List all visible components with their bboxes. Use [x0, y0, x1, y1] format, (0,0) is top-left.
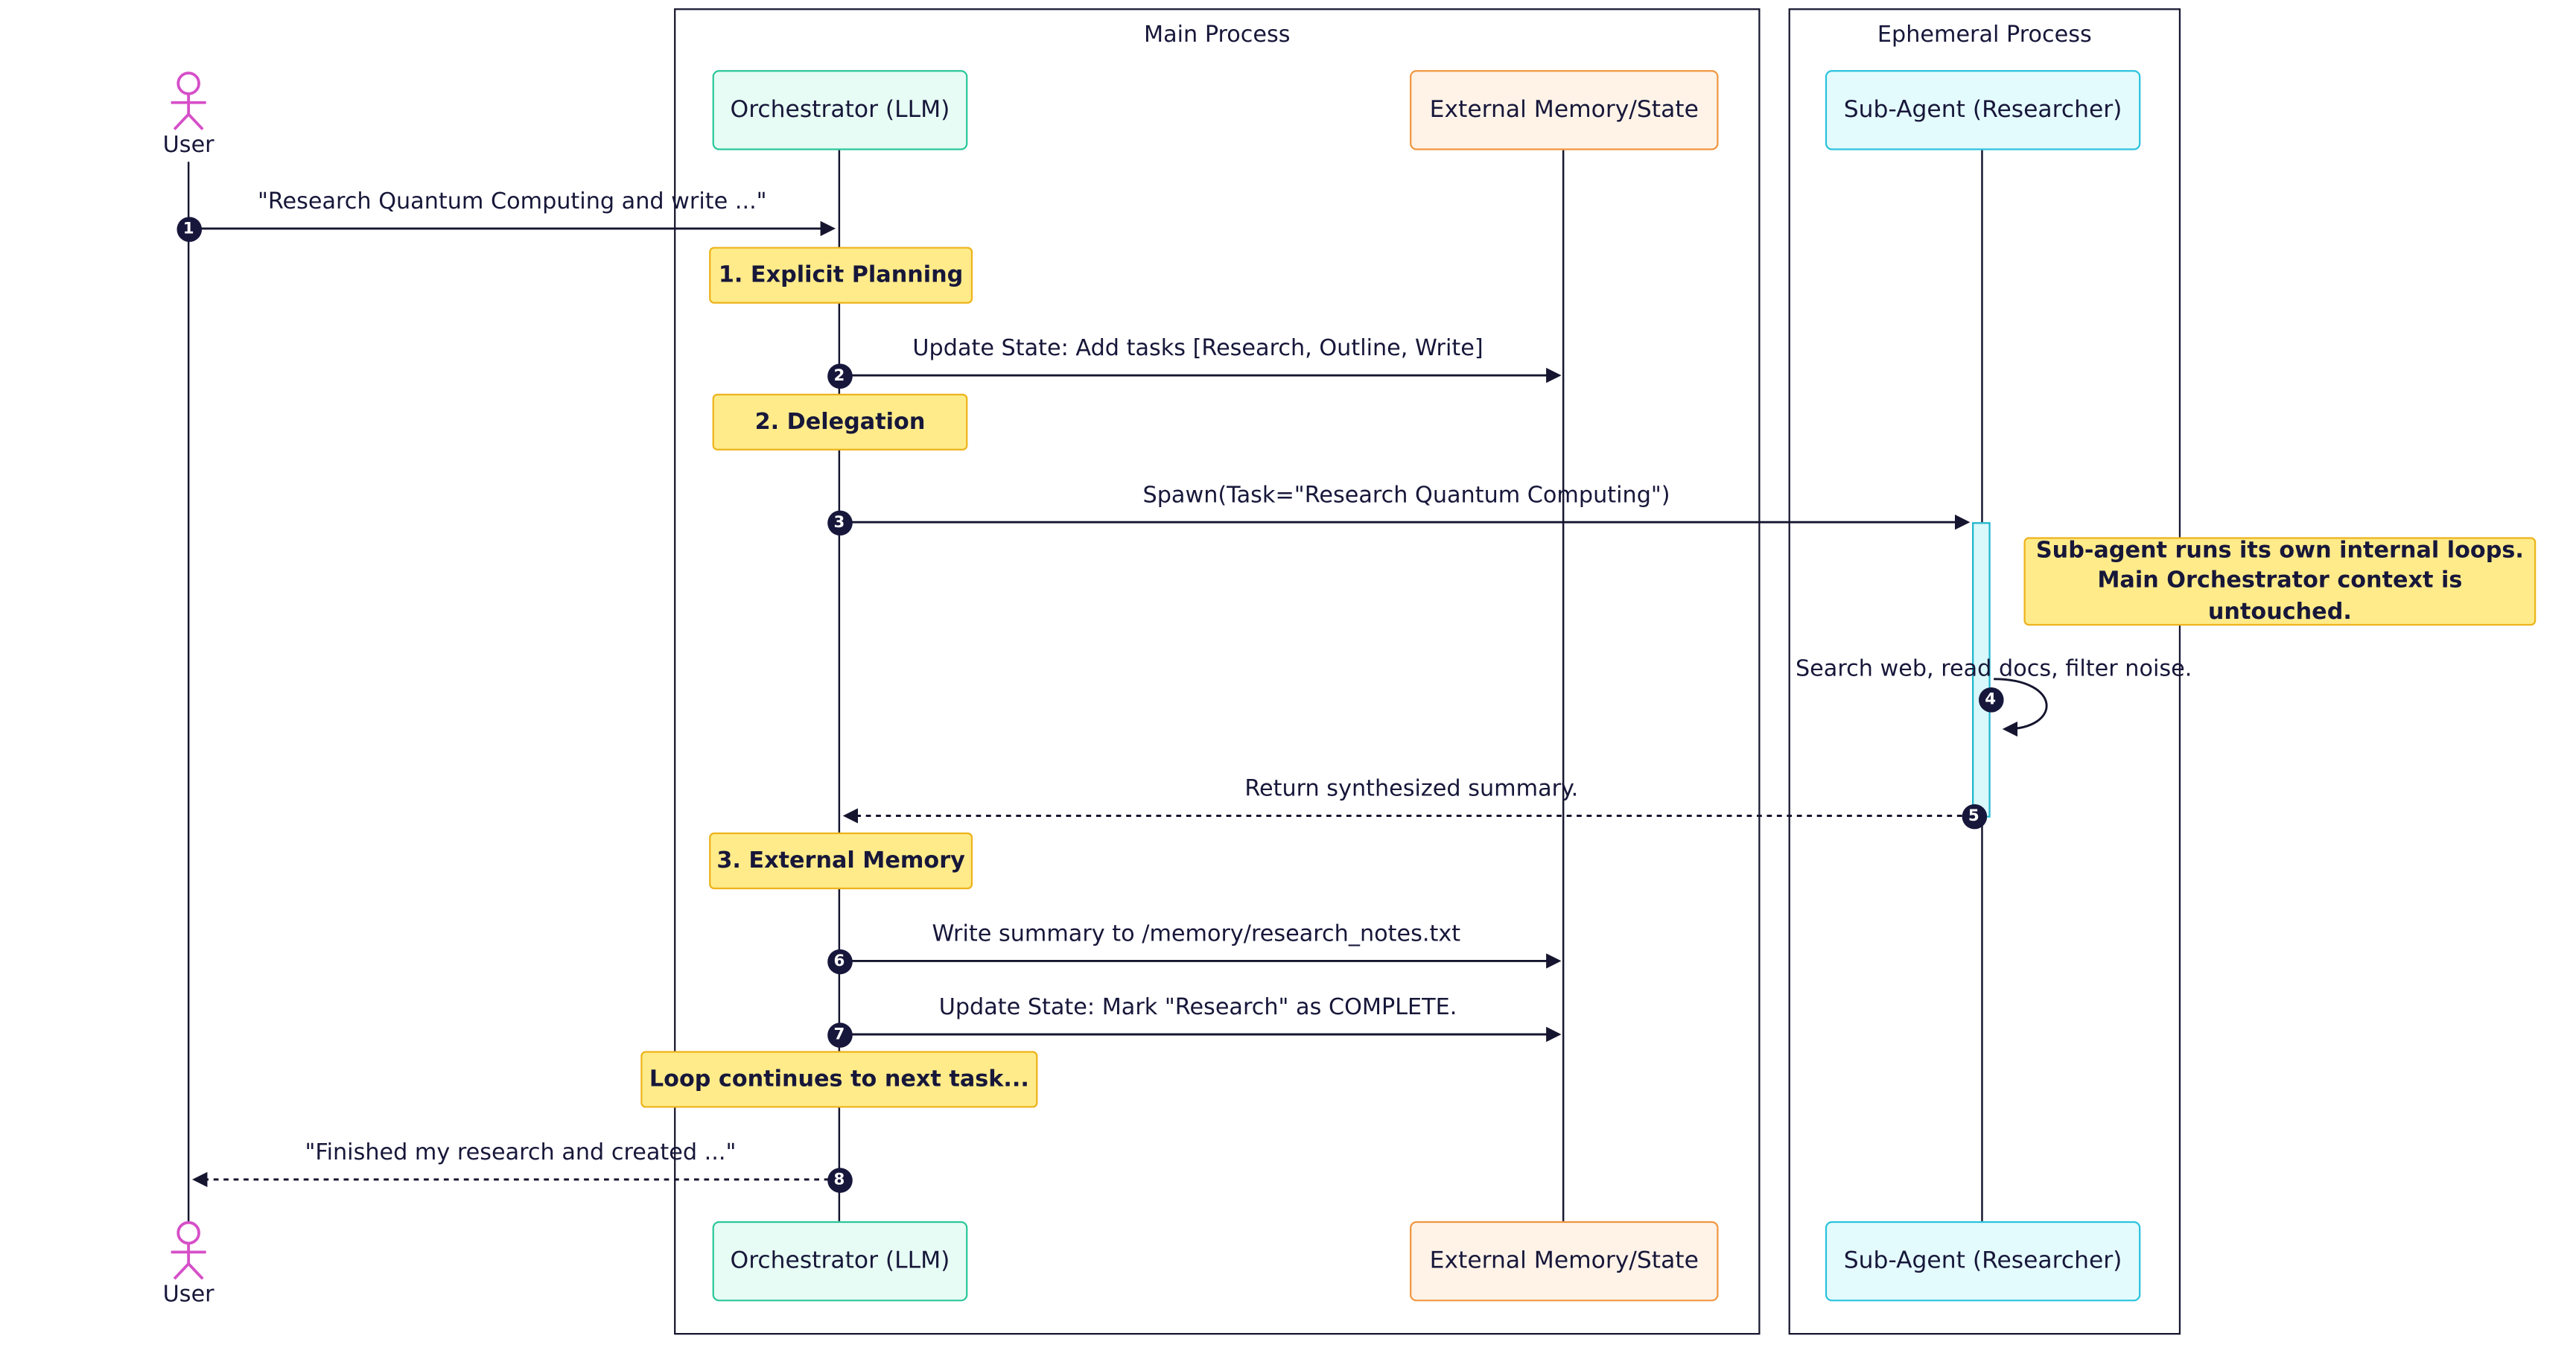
message-label-6: Write summary to /memory/research_notes.… — [932, 920, 1461, 948]
note-text-line2: Main Orchestrator context is untouched. — [2097, 567, 2463, 626]
note-explicit-planning: 1. Explicit Planning — [709, 246, 973, 304]
note-text: 3. External Memory — [716, 847, 965, 874]
user-actor-label-top: User — [162, 131, 214, 159]
message-label-8: "Finished my research and created ..." — [305, 1139, 737, 1166]
note-text-line1: Sub-agent runs its own internal loops. — [2035, 537, 2524, 564]
frame-main-process-label: Main Process — [1144, 22, 1291, 48]
participant-orchestrator-bottom: Orchestrator (LLM) — [712, 1221, 968, 1302]
message-label-3: Spawn(Task="Research Quantum Computing") — [1142, 482, 1670, 509]
user-actor-figure-top — [171, 71, 206, 130]
message-number-badge-2: 2 — [827, 363, 852, 388]
participant-subagent-label: Sub-Agent (Researcher) — [1843, 1247, 2122, 1275]
participant-orchestrator-label: Orchestrator (LLM) — [730, 96, 950, 124]
message-label-5: Return synthesized summary. — [1244, 775, 1579, 803]
note-text: 1. Explicit Planning — [718, 261, 964, 289]
message-number-badge-6: 6 — [827, 948, 852, 974]
frame-ephemeral-process-label: Ephemeral Process — [1877, 22, 2092, 48]
message-label-7: Update State: Mark "Research" as COMPLET… — [938, 994, 1457, 1022]
note-subagent-loops: Sub-agent runs its own internal loops. M… — [2023, 537, 2537, 626]
frame-main-process: Main Process — [674, 8, 1761, 1335]
note-delegation: 2. Delegation — [712, 393, 968, 451]
participant-memory-top: External Memory/State — [1410, 70, 1719, 150]
message-number-badge-7: 7 — [827, 1022, 852, 1047]
message-number-badge-1: 1 — [176, 216, 201, 241]
user-actor-figure-bottom — [171, 1221, 206, 1280]
message-label-4: Search web, read docs, filter noise. — [1795, 655, 2192, 683]
participant-memory-label: External Memory/State — [1429, 96, 1699, 124]
participant-subagent-bottom: Sub-Agent (Researcher) — [1825, 1221, 2141, 1302]
user-actor-label-bottom: User — [162, 1281, 214, 1308]
participant-orchestrator-label: Orchestrator (LLM) — [730, 1247, 950, 1275]
message-number-badge-8: 8 — [827, 1167, 852, 1192]
participant-subagent-label: Sub-Agent (Researcher) — [1843, 96, 2122, 124]
participant-memory-label: External Memory/State — [1429, 1247, 1699, 1275]
participant-memory-bottom: External Memory/State — [1410, 1221, 1719, 1302]
message-label-2: Update State: Add tasks [Research, Outli… — [912, 335, 1483, 363]
participant-orchestrator-top: Orchestrator (LLM) — [712, 70, 968, 150]
note-text: 2. Delegation — [754, 408, 926, 436]
message-label-1: "Research Quantum Computing and write ..… — [257, 188, 767, 215]
note-loop-continues: Loop continues to next task... — [640, 1051, 1038, 1108]
message-number-badge-3: 3 — [827, 509, 852, 535]
subagent-activation-bar — [1972, 522, 1991, 818]
message-arrow-4-self-loop — [1994, 678, 2048, 737]
note-text: Loop continues to next task... — [649, 1066, 1029, 1093]
participant-subagent-top: Sub-Agent (Researcher) — [1825, 70, 2141, 150]
message-number-badge-5: 5 — [1961, 803, 1987, 829]
message-number-badge-4: 4 — [1977, 686, 2003, 712]
note-external-memory: 3. External Memory — [709, 832, 973, 890]
frame-ephemeral-process: Ephemeral Process — [1788, 8, 2181, 1335]
